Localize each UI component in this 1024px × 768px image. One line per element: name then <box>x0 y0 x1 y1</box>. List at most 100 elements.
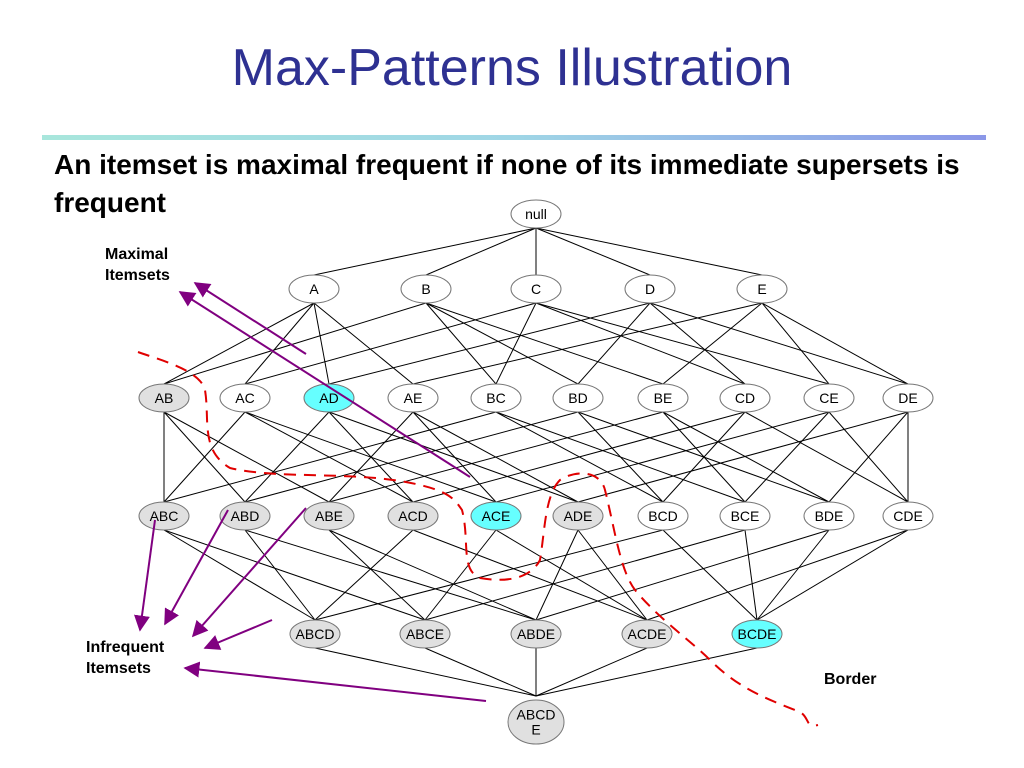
lattice-edge <box>495 529 648 621</box>
lattice-edge <box>662 411 830 503</box>
itemset-ellipse <box>510 274 562 304</box>
itemset-ellipse <box>736 274 788 304</box>
itemset-ellipse <box>637 501 689 531</box>
itemset-node-e: E <box>736 274 788 304</box>
itemset-label: CE <box>819 390 838 406</box>
itemset-label: ACD <box>398 508 428 524</box>
itemset-ellipse <box>289 619 341 649</box>
lattice-edge <box>244 411 579 503</box>
itemset-node-bcde: BCDE <box>731 619 783 649</box>
itemset-ellipse <box>719 383 771 413</box>
lattice-edge <box>646 529 909 621</box>
lattice-edges <box>163 227 909 697</box>
itemset-node-ac: AC <box>219 383 271 413</box>
lattice-edge <box>535 227 651 276</box>
itemset-ellipse <box>552 501 604 531</box>
lattice-edge <box>244 411 330 503</box>
lattice-edge <box>649 302 909 385</box>
itemset-ellipse <box>731 619 783 649</box>
itemset-node-abce: ABCE <box>399 619 451 649</box>
lattice-edge <box>314 529 664 621</box>
lattice-edge <box>425 227 537 276</box>
maximal-itemsets-label: Maximal Itemsets <box>105 246 170 284</box>
itemset-node-acde: ACDE <box>621 619 673 649</box>
itemset-node-abd: ABD <box>219 501 271 531</box>
itemset-label: AC <box>235 390 254 406</box>
itemset-node-a: A <box>288 274 340 304</box>
itemset-label: BCE <box>731 508 760 524</box>
lattice-edge <box>828 411 909 503</box>
lattice-edge <box>163 411 246 503</box>
itemset-node-null: null <box>510 199 562 229</box>
lattice-edge <box>495 302 537 385</box>
itemset-ellipse <box>637 383 689 413</box>
itemset-node-b: B <box>400 274 452 304</box>
itemset-node-acd: ACD <box>387 501 439 531</box>
itemset-node-abe: ABE <box>303 501 355 531</box>
infrequent-itemsets-label: Infrequent Itemsets <box>86 639 165 677</box>
itemset-node-d: D <box>624 274 676 304</box>
itemset-label: E <box>757 281 766 297</box>
itemset-ellipse <box>803 501 855 531</box>
lattice-edge <box>756 529 909 621</box>
itemset-label: E <box>531 722 540 738</box>
itemset-label: A <box>309 281 319 297</box>
itemset-label: BCD <box>648 508 678 524</box>
lattice-edge <box>535 529 579 621</box>
lattice-edge <box>244 302 537 385</box>
itemset-ellipse <box>803 383 855 413</box>
annotation-arrows <box>134 282 487 702</box>
lattice-edge <box>495 411 830 503</box>
itemset-ellipse <box>303 501 355 531</box>
itemset-node-ab: AB <box>138 383 190 413</box>
itemset-ellipse <box>882 501 934 531</box>
infrequent-arrow-abc <box>134 519 156 632</box>
lattice-edge <box>313 302 414 385</box>
itemset-label: C <box>531 281 541 297</box>
definition-text: An itemset is maximal frequent if none o… <box>54 149 960 218</box>
itemset-ellipse <box>621 619 673 649</box>
lattice-edge <box>744 411 830 503</box>
lattice-edge <box>425 302 579 385</box>
lattice-edge <box>535 227 763 276</box>
lattice-edge <box>662 529 758 621</box>
itemset-ellipse <box>138 501 190 531</box>
itemset-ellipse <box>882 383 934 413</box>
itemset-ellipse <box>719 501 771 531</box>
itemset-label: ACE <box>482 508 511 524</box>
itemset-label: CDE <box>893 508 923 524</box>
lattice-edge <box>412 411 497 503</box>
itemset-label: ABE <box>315 508 343 524</box>
border-label: Border <box>824 671 877 688</box>
lattice-edge <box>577 302 651 385</box>
lattice-edge <box>412 529 648 621</box>
infrequent-arrow-abd <box>164 509 229 626</box>
itemset-node-abde: ABDE <box>510 619 562 649</box>
itemset-label: AD <box>319 390 338 406</box>
lattice-edge <box>535 529 830 621</box>
itemset-label: BC <box>486 390 505 406</box>
infrequent-arrow-abcde <box>183 661 487 702</box>
maximal-arrow-ace <box>178 291 471 478</box>
itemset-node-ae: AE <box>387 383 439 413</box>
lattice-edge <box>328 302 651 385</box>
lattice-edge <box>662 302 763 385</box>
lattice-edge <box>577 411 909 503</box>
itemset-ellipse <box>399 619 451 649</box>
itemset-label: BCDE <box>738 626 777 642</box>
lattice-edge <box>244 529 316 621</box>
lattice-edge <box>535 647 758 697</box>
itemset-node-de: DE <box>882 383 934 413</box>
lattice-edge <box>328 411 414 503</box>
lattice-edge <box>535 647 648 697</box>
itemset-label: B <box>421 281 430 297</box>
itemset-label: BDE <box>815 508 844 524</box>
lattice-edge <box>424 529 497 621</box>
itemset-node-abcd: ABCD <box>289 619 341 649</box>
lattice-edge <box>328 411 579 503</box>
lattice-edge <box>313 302 330 385</box>
itemset-node-bc: BC <box>470 383 522 413</box>
lattice-edge <box>163 411 330 503</box>
